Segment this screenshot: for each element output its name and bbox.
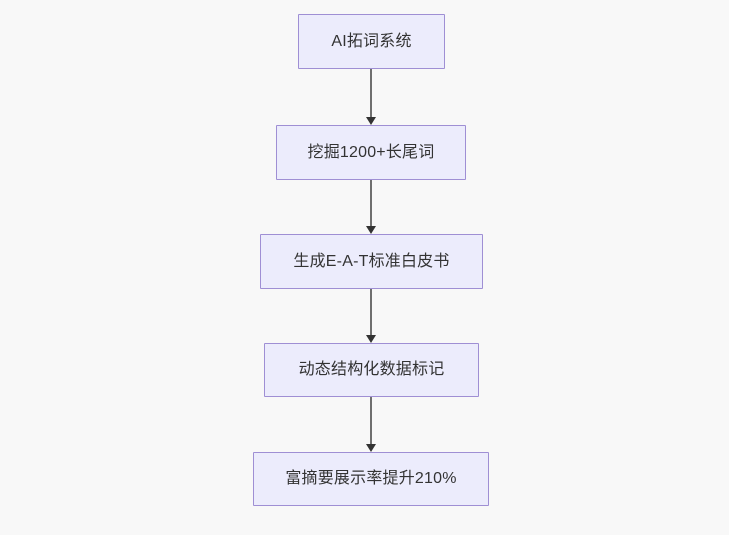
arrow-head-icon bbox=[366, 226, 376, 234]
arrow-head-icon bbox=[366, 335, 376, 343]
flow-edge-n3-n4 bbox=[366, 289, 376, 343]
flow-node-mine-longtail-keywords[interactable]: 挖掘1200+长尾词 bbox=[276, 125, 466, 180]
flow-node-generate-eat-whitepaper[interactable]: 生成E-A-T标准白皮书 bbox=[260, 234, 483, 289]
flow-edge-line bbox=[370, 69, 372, 118]
flow-node-ai-keyword-system[interactable]: AI拓词系统 bbox=[298, 14, 445, 69]
flow-node-label: 生成E-A-T标准白皮书 bbox=[293, 252, 450, 270]
flow-node-rich-snippet-rate-increase[interactable]: 富摘要展示率提升210% bbox=[253, 452, 489, 506]
flow-node-label: 挖掘1200+长尾词 bbox=[307, 143, 435, 161]
arrow-head-icon bbox=[366, 444, 376, 452]
flow-edge-n2-n3 bbox=[366, 180, 376, 234]
flow-node-dynamic-structured-data-markup[interactable]: 动态结构化数据标记 bbox=[264, 343, 479, 397]
flow-node-label: AI拓词系统 bbox=[331, 32, 412, 50]
flow-node-label: 富摘要展示率提升210% bbox=[285, 470, 457, 487]
flow-node-label: 动态结构化数据标记 bbox=[298, 361, 445, 378]
flow-edge-n1-n2 bbox=[366, 69, 376, 125]
flow-edge-n4-n5 bbox=[366, 397, 376, 452]
flow-edge-line bbox=[370, 180, 372, 227]
flow-edge-line bbox=[370, 397, 372, 445]
flow-edge-line bbox=[370, 289, 372, 336]
arrow-head-icon bbox=[366, 117, 376, 125]
